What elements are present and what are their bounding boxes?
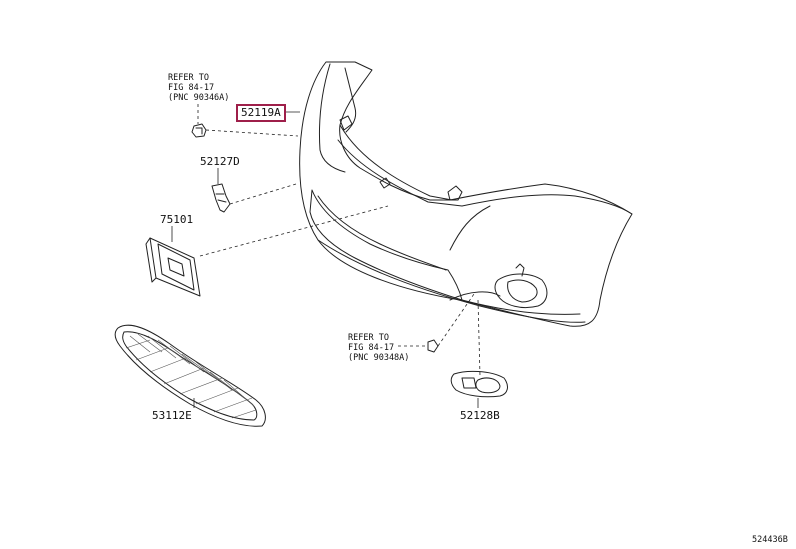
license-bracket-tab xyxy=(145,237,157,283)
part-label-52128B[interactable]: 52128B xyxy=(460,409,500,422)
part-label-52127D[interactable]: 52127D xyxy=(200,155,240,168)
reference-note-top: REFER TO FIG 84-17 (PNC 90346A) xyxy=(168,73,229,103)
retainer-detail xyxy=(215,193,227,203)
leader-lines xyxy=(197,104,481,377)
bumper-clip-center xyxy=(379,177,391,189)
reference-line: REFER TO xyxy=(168,73,209,83)
reference-line: REFER TO xyxy=(348,333,389,343)
clip-top-detail xyxy=(195,127,203,135)
grille-mesh-outline xyxy=(114,324,266,427)
reference-line: FIG 84-17 xyxy=(348,343,395,353)
fog-cover-ring xyxy=(475,377,501,394)
bumper-clip-left xyxy=(339,115,353,131)
solid-leaders xyxy=(171,111,479,408)
bumper-side-line xyxy=(461,194,633,215)
bumper-grille-opening-inner xyxy=(317,195,447,271)
license-bracket-shape xyxy=(149,237,201,297)
leader-fog xyxy=(477,299,481,377)
bumper-side-curve xyxy=(449,205,491,251)
reference-line: (PNC 90348A) xyxy=(348,353,410,363)
figure-code: 524436B xyxy=(752,535,788,545)
bumper-cover-outline xyxy=(299,61,633,327)
leader-clip-mid xyxy=(437,293,475,347)
bumper-upper-inner xyxy=(319,63,346,173)
reference-line: FIG 84-17 xyxy=(168,83,215,93)
leader-retainer xyxy=(229,183,297,205)
bumper-side-flange xyxy=(449,291,501,301)
leader-bracket xyxy=(199,205,389,257)
bumper-grille-opening xyxy=(309,189,463,301)
part-label-52119A[interactable]: 52119A xyxy=(236,104,286,122)
grille-mesh-inner xyxy=(122,331,258,421)
leader-clip-top xyxy=(205,129,299,137)
license-bracket-window xyxy=(167,257,185,277)
fog-cover-outline xyxy=(450,370,508,398)
part-label-75101[interactable]: 75101 xyxy=(160,213,194,226)
license-bracket-inner xyxy=(157,243,195,291)
bumper-fog-inner xyxy=(507,279,538,303)
clip-mid xyxy=(427,339,439,353)
part-label-53112E[interactable]: 53112E xyxy=(152,409,192,422)
bumper-top-flange xyxy=(344,67,357,133)
fog-cover-inner xyxy=(461,377,477,389)
bumper-top-rim-2 xyxy=(337,139,463,207)
bumper-clip-right xyxy=(447,185,463,201)
reference-note-mid: REFER TO FIG 84-17 (PNC 90348A) xyxy=(348,333,409,363)
bumper-fog-recess xyxy=(494,273,548,309)
bumper-lower-lip-2 xyxy=(461,299,581,315)
reference-line: (PNC 90346A) xyxy=(168,93,230,103)
bumper-lower-lip xyxy=(317,239,586,323)
bumper-fog-tab xyxy=(515,263,525,277)
clip-top xyxy=(191,123,207,138)
grille-mesh-hatch xyxy=(125,333,257,419)
bumper-top-rim xyxy=(339,124,453,201)
retainer-shape xyxy=(211,183,231,213)
